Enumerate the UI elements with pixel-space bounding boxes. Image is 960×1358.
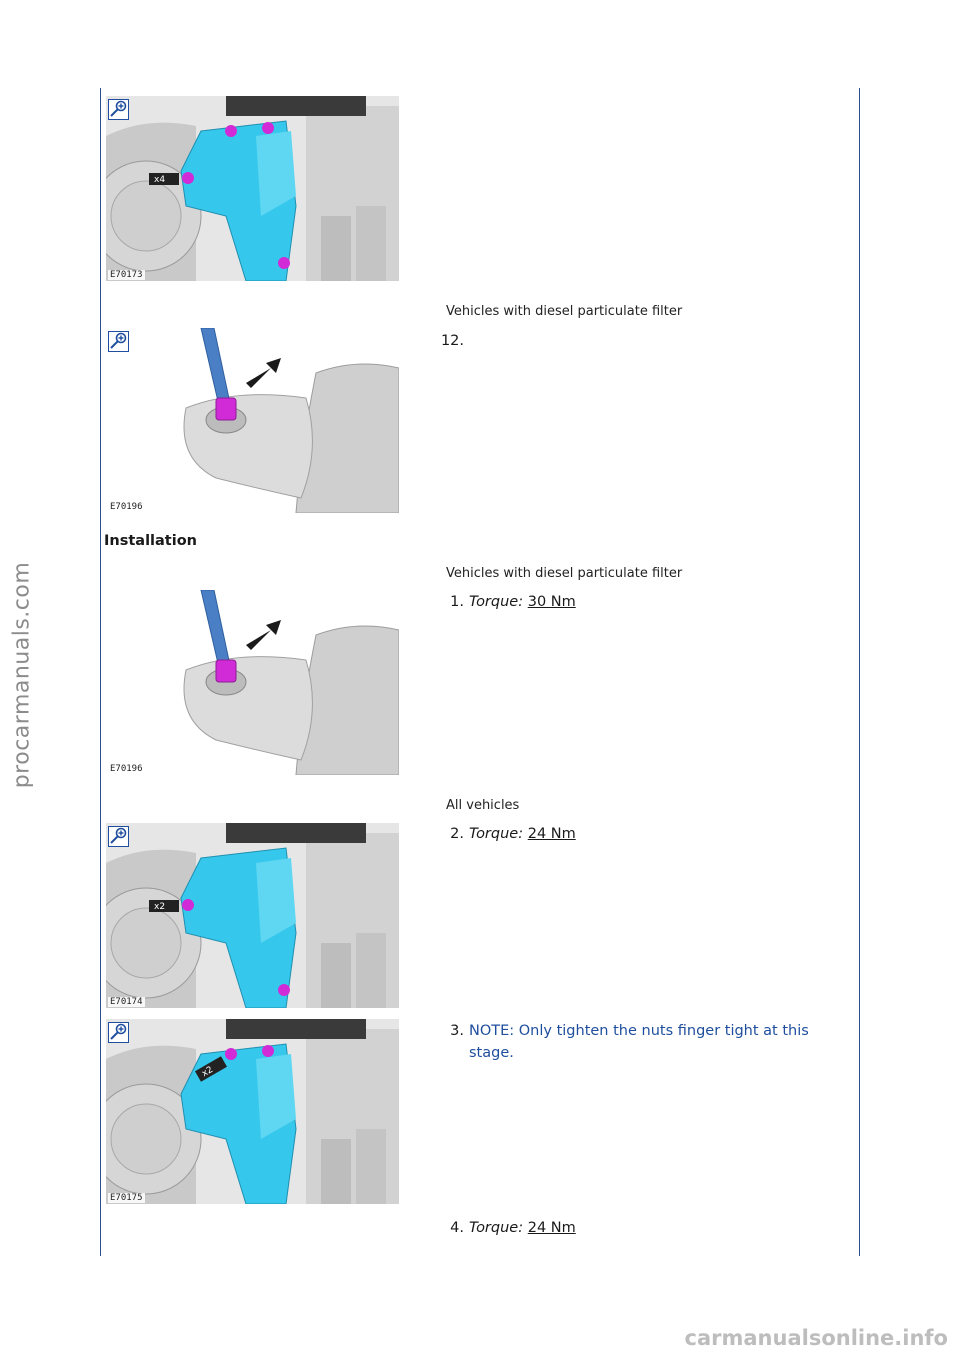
zoom-in-icon[interactable] bbox=[108, 99, 129, 120]
figure-code: E70175 bbox=[108, 1193, 145, 1203]
figure-code: E70196 bbox=[108, 502, 145, 512]
illustration-dpf-sensor: E70196 bbox=[106, 590, 399, 775]
zoom-in-icon[interactable] bbox=[108, 826, 129, 847]
step-4: 4. Torque: 24 Nm bbox=[424, 1217, 824, 1239]
illustration-mount-x2: x2 E70174 bbox=[106, 823, 399, 1008]
condition-label: Vehicles with diesel particulate filter bbox=[446, 304, 683, 319]
fastener-count-badge: x2 bbox=[154, 902, 165, 912]
step-number: 2. bbox=[450, 826, 464, 842]
step-number: 4. bbox=[450, 1220, 464, 1236]
torque-label: Torque: bbox=[469, 826, 524, 842]
condition-label: All vehicles bbox=[446, 798, 520, 813]
step-number: 1. bbox=[450, 594, 464, 610]
zoom-in-icon[interactable] bbox=[108, 331, 129, 352]
watermark-bottom: carmanualsonline.info bbox=[684, 1326, 948, 1350]
step-number: 3. bbox=[450, 1023, 464, 1039]
step-12: 12. bbox=[424, 330, 824, 352]
left-margin-rule bbox=[100, 88, 101, 1256]
fastener-count-badge: x4 bbox=[154, 175, 165, 185]
illustration-dpf-sensor: E70196 bbox=[106, 328, 399, 513]
watermark-side: procarmanuals.com bbox=[9, 561, 35, 789]
zoom-in-icon[interactable] bbox=[108, 1022, 129, 1043]
fastener-count-badge: x2 bbox=[200, 1065, 215, 1079]
step-2: 2. Torque: 24 Nm bbox=[424, 823, 824, 845]
figure-code: E70196 bbox=[108, 764, 145, 774]
torque-value-link[interactable]: 30 Nm bbox=[527, 594, 576, 610]
illustration-mount-top-nuts: x2 E70175 bbox=[106, 1019, 399, 1204]
torque-value-link[interactable]: 24 Nm bbox=[527, 1220, 576, 1236]
condition-label: Vehicles with diesel particulate filter bbox=[446, 566, 683, 581]
right-margin-rule bbox=[859, 88, 860, 1256]
step-number: 12. bbox=[440, 333, 464, 349]
figure-code: E70173 bbox=[108, 270, 145, 280]
step-1: 1. Torque: 30 Nm bbox=[424, 591, 824, 613]
torque-value-link[interactable]: 24 Nm bbox=[527, 826, 576, 842]
step-note: NOTE: Only tighten the nuts finger tight… bbox=[469, 1023, 809, 1061]
illustration-mount-x4: x4 E70173 bbox=[106, 96, 399, 281]
step-3: 3. NOTE: Only tighten the nuts finger ti… bbox=[424, 1020, 824, 1064]
section-heading-installation: Installation bbox=[104, 533, 197, 549]
torque-label: Torque: bbox=[469, 1220, 524, 1236]
figure-code: E70174 bbox=[108, 997, 145, 1007]
torque-label: Torque: bbox=[469, 594, 524, 610]
